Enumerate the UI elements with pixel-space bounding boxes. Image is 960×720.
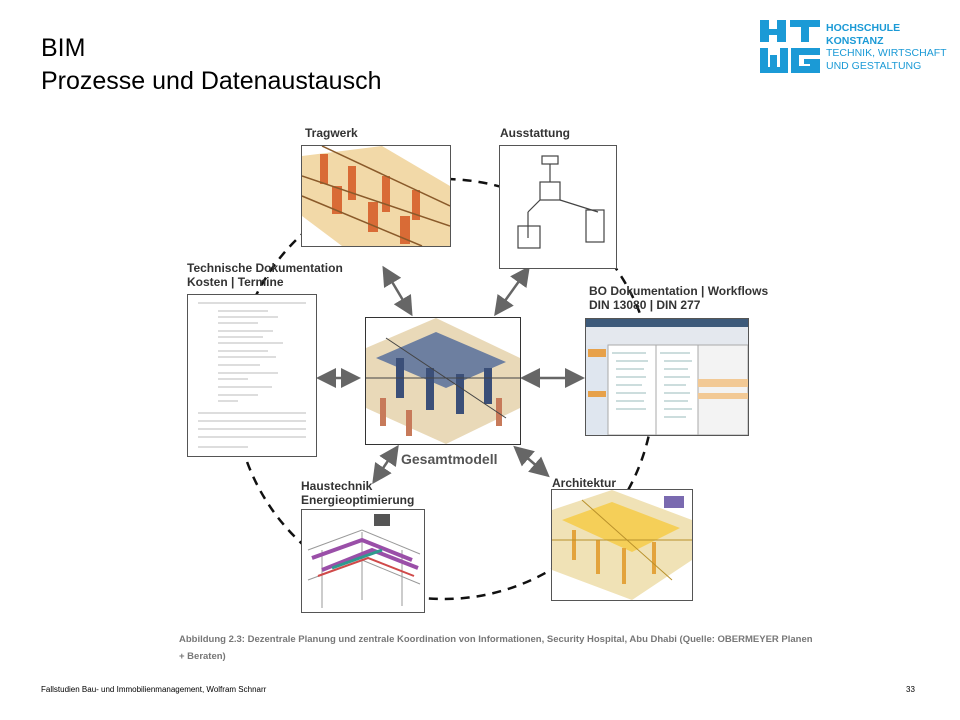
arrow-architektur	[513, 445, 550, 478]
slide-title: BIM Prozesse und Datenaustausch	[41, 32, 382, 98]
label-haustechnik-line-1: Haustechnik	[301, 479, 373, 493]
label-tech-doc-line-1: Technische Dokumentation	[187, 261, 343, 275]
title-line-2: Prozesse und Datenaustausch	[41, 67, 382, 95]
label-haustechnik: Haustechnik Energieoptimierung	[301, 479, 414, 507]
footer-text: Fallstudien Bau- und Immobilienmanagemen…	[41, 685, 267, 694]
label-architektur: Architektur	[552, 476, 617, 490]
logo-text: HOCHSCHULE KONSTANZ TECHNIK, WIRTSCHAFT …	[826, 22, 947, 72]
tragwerk-model-image	[301, 145, 451, 247]
technische-dokumentation-image	[187, 294, 317, 457]
arrow-tragwerk	[382, 265, 413, 317]
label-bo-doc-line-1: BO Dokumentation | Workflows	[589, 284, 769, 298]
title-line-1: BIM	[41, 34, 86, 62]
ausstattung-model-image	[499, 145, 617, 269]
architektur-model-image	[551, 489, 693, 601]
figure-caption: Abbildung 2.3: Dezentrale Planung und ze…	[179, 634, 813, 662]
htwg-logo-icon	[760, 20, 820, 73]
label-technische-dokumentation: Technische Dokumentation Kosten | Termin…	[187, 261, 343, 289]
logo-line-4: UND GESTALTUNG	[826, 59, 922, 72]
label-haustechnik-line-2: Energieoptimierung	[301, 493, 415, 507]
logo-line-2: KONSTANZ	[826, 34, 884, 47]
arrow-haustechnik	[372, 444, 399, 485]
page-number: 33	[906, 685, 915, 694]
label-bo-dokumentation: BO Dokumentation | Workflows DIN 13080 |…	[589, 284, 768, 312]
logo-line-3: TECHNIK, WIRTSCHAFT	[826, 47, 947, 59]
bo-dokumentation-screenshot	[585, 318, 749, 436]
label-gesamtmodell: Gesamtmodell	[401, 451, 498, 467]
label-ausstattung: Ausstattung	[500, 126, 570, 140]
label-tragwerk: Tragwerk	[305, 126, 358, 140]
hochschule-konstanz-logo: HOCHSCHULE KONSTANZ TECHNIK, WIRTSCHAFT …	[760, 20, 950, 76]
label-bo-doc-line-2: DIN 13080 | DIN 277	[589, 298, 701, 312]
arrow-ausstattung	[494, 265, 530, 317]
gesamtmodell-image	[365, 317, 521, 445]
haustechnik-model-image	[301, 509, 425, 613]
logo-line-1: HOCHSCHULE	[826, 22, 901, 34]
label-tech-doc-line-2: Kosten | Termine	[187, 275, 284, 289]
